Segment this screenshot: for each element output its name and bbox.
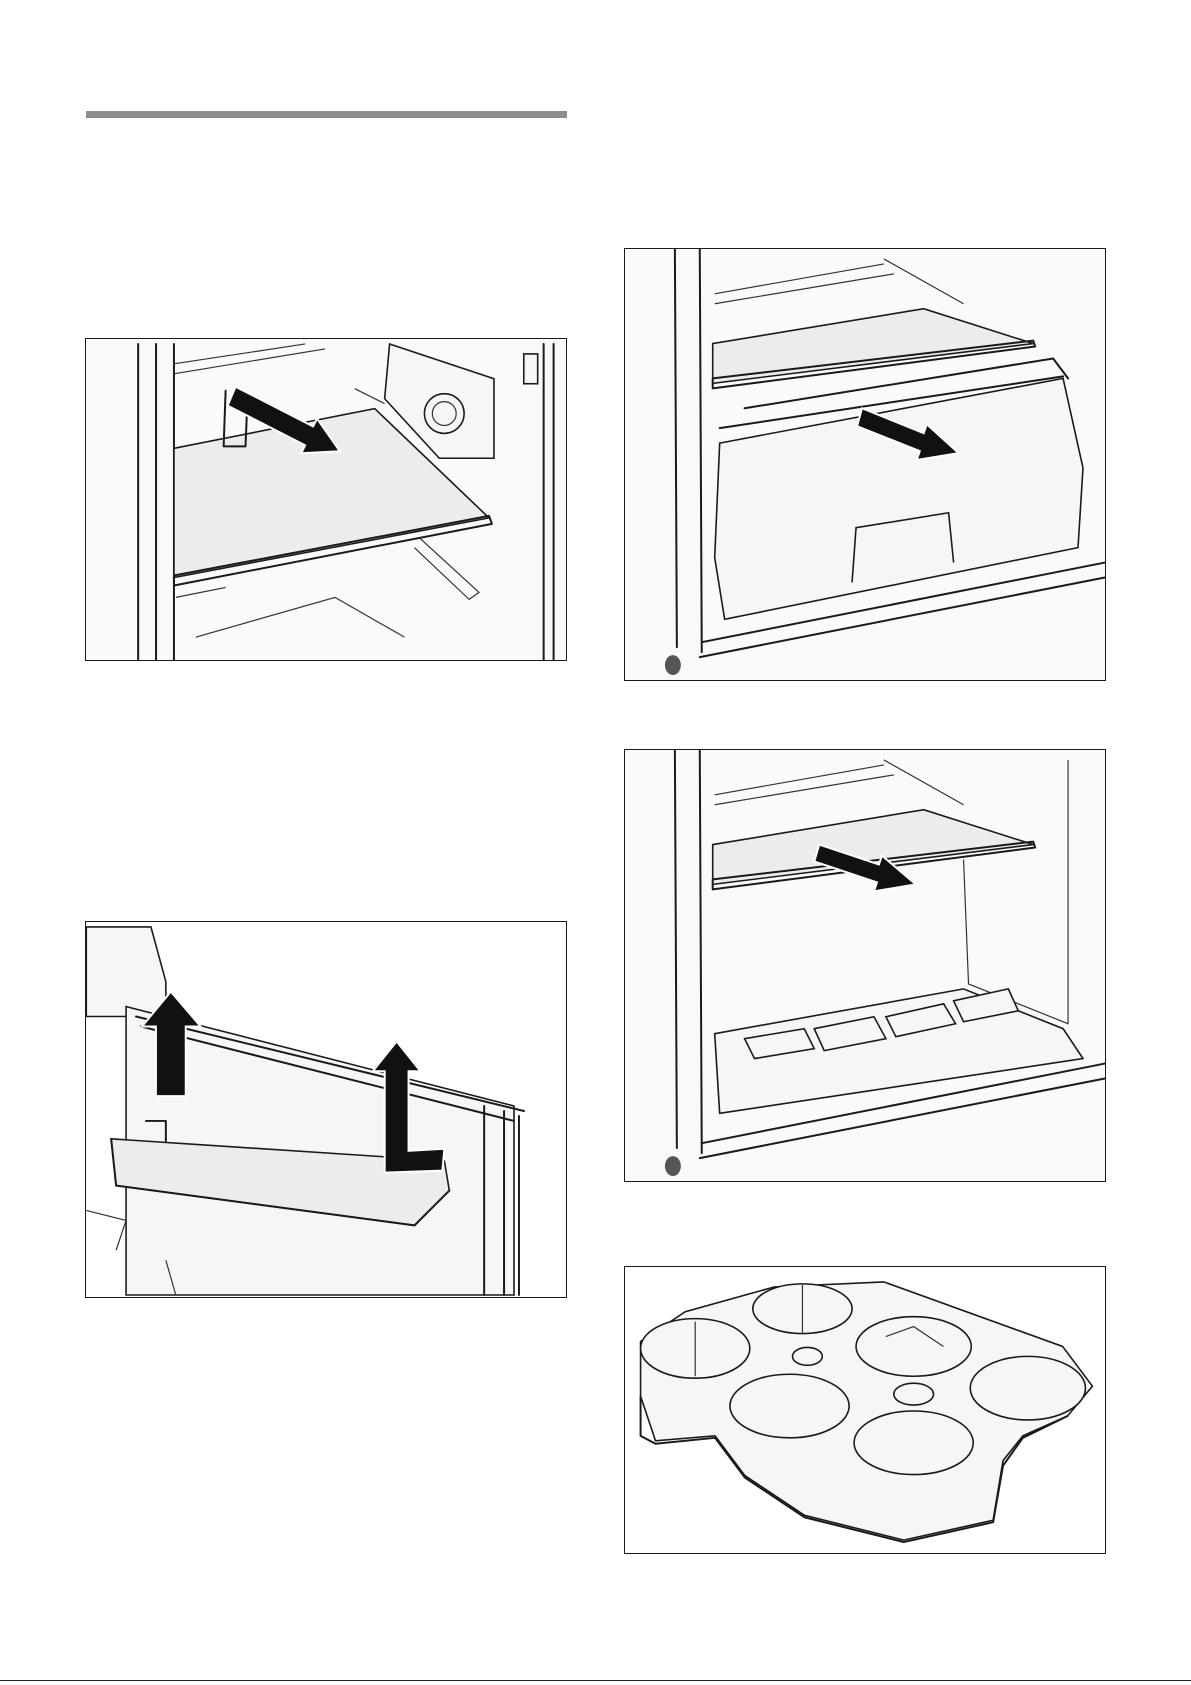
glass-shelf-removal-illustration: [85, 338, 567, 661]
egg-tray-illustration: [624, 1266, 1106, 1554]
bottom-shelf-svg: [625, 750, 1105, 1181]
glass-shelf-svg: [86, 339, 566, 660]
door-bin-svg: [86, 922, 566, 1297]
section-divider: [86, 111, 567, 118]
vegetable-drawer-removal-illustration: [624, 248, 1106, 681]
egg-tray-svg: [625, 1267, 1105, 1553]
page-footer-rule: [0, 1680, 1191, 1681]
crisper-svg: [625, 249, 1105, 680]
bottom-shelf-removal-illustration: [624, 749, 1106, 1182]
door-bin-removal-illustration: [85, 921, 567, 1298]
